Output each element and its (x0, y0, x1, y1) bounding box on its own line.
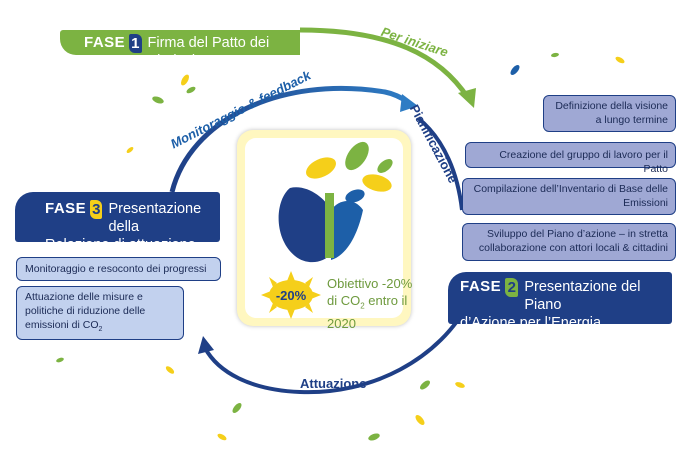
planning-step-line: collaborazione con attori locali & citta… (478, 242, 668, 254)
leaf-decoration (56, 357, 64, 363)
monitoring-step-progress: Monitoraggio e resoconto dei progressi (16, 257, 221, 281)
leaf-decoration (217, 433, 227, 441)
leaf-decoration (368, 433, 380, 441)
sun-icon (261, 271, 321, 319)
planning-step-line: Emissioni (623, 197, 668, 209)
fase3-title-line1: Presentazione della (108, 201, 202, 235)
fase3-number: 3 (90, 200, 103, 219)
leaf-decoration (615, 56, 625, 64)
planning-step-line: Creazione del gruppo di lavoro per il Pa… (499, 149, 668, 175)
planning-step-line: Compilazione dell’Inventario di Base del… (473, 183, 668, 195)
leaf-decoration (152, 96, 164, 104)
fase1-banner: FASE 1 Firma del Patto dei Sindaci (60, 30, 300, 69)
planning-step-vision: Definizione della visione a lungo termin… (543, 95, 676, 132)
fase1-label: FASE (84, 34, 126, 51)
leaf-decoration (415, 415, 425, 425)
leaf-decoration (510, 65, 520, 75)
fase2-title-line2: d’Azione per l’Energia Sostenibile (460, 315, 602, 349)
monitoring-step-line: Attuazione delle misure e (25, 291, 143, 303)
fase1-number: 1 (129, 34, 142, 53)
planning-step-line: Definizione della visione (555, 100, 668, 112)
attuazione-arrowhead (198, 336, 214, 354)
leaf-decoration (126, 147, 134, 153)
leaf-decoration (232, 403, 242, 413)
fase3-title-line2: Relazione di attuazione (45, 237, 196, 253)
leaf-decoration (420, 380, 430, 390)
fase2-banner: FASE 2 Presentazione del Piano d’Azione … (448, 272, 672, 349)
leaf-decoration (181, 74, 189, 86)
covenant-of-mayors-logo-icon (278, 141, 393, 263)
reduction-badge: -20% (275, 287, 307, 303)
per-iniziare-arrow (299, 27, 471, 100)
attuazione-arrow (203, 299, 472, 395)
per-iniziare-arrowhead (458, 88, 476, 108)
pianificazione-arc (416, 116, 464, 211)
fase2-title-line1: Presentazione del Piano (524, 279, 641, 313)
planning-step-action-plan: Sviluppo del Piano d’azione – in stretta… (462, 223, 676, 261)
goal-line1: Obiettivo -20% (327, 276, 413, 291)
fase2-label: FASE (460, 278, 502, 295)
planning-step-working-group: Creazione del gruppo di lavoro per il Pa… (465, 142, 676, 175)
goal-line2: di CO2 entro il (327, 293, 408, 311)
fase3-banner: FASE 3 Presentazione della Relazione di … (15, 192, 220, 253)
leaf-decoration (455, 382, 465, 388)
monitoring-step-line: emissioni di CO2 (25, 319, 103, 334)
planning-step-inventory: Compilazione dell’Inventario di Base del… (462, 178, 676, 215)
goal-line3: 2020 (327, 315, 356, 331)
monitoring-step-line: politiche di riduzione delle (25, 305, 146, 317)
attuazione-label: Attuazione (300, 376, 367, 391)
planning-step-line: a lungo termine (595, 114, 668, 126)
co2-text: emissioni di CO (25, 319, 99, 331)
leaf-decoration (551, 52, 559, 58)
fase1-title: Firma del Patto dei Sindaci (147, 35, 270, 69)
monitoring-step-line: Monitoraggio e resoconto dei progressi (25, 263, 207, 275)
monitoraggio-arrowhead (400, 94, 418, 112)
leaf-decoration (165, 366, 175, 374)
covenant-logo-inner: -20% Obiettivo -20% di CO2 entro il 2020 (245, 138, 412, 331)
fase2-number: 2 (505, 278, 519, 297)
monitoraggio-arrow (169, 86, 410, 193)
fase3-label: FASE (45, 200, 87, 217)
covenant-logo-card: -20% Obiettivo -20% di CO2 entro il 2020 (237, 130, 412, 331)
planning-step-line: Sviluppo del Piano d’azione – in stretta (487, 228, 668, 240)
goal-text: Obiettivo -20% di CO2 entro il 2020 (327, 275, 419, 332)
leaf-decoration (186, 86, 196, 94)
monitoring-step-measures: Attuazione delle misure e politiche di r… (16, 286, 184, 340)
